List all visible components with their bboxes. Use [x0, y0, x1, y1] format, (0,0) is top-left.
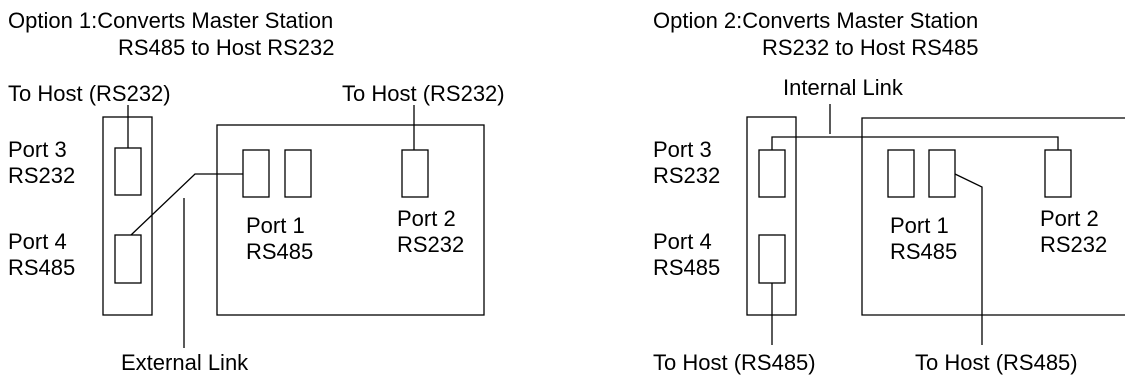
option1-port4-connector: [114, 234, 142, 284]
option2-port2-label: Port 2: [1040, 206, 1099, 231]
option2-port2-connector: [1044, 149, 1072, 198]
option2-port1-connector-a: [887, 149, 915, 198]
option2-port3-type: RS232: [653, 163, 720, 188]
option2-main-station-box: [861, 117, 1125, 316]
option2-host-line-right: [954, 173, 983, 345]
option1-to-host-right-label: To Host (RS232): [342, 81, 505, 106]
option1-port2-label: Port 2: [397, 206, 456, 231]
option2-diagram: Option 2:Converts Master Station RS232 t…: [653, 8, 1125, 375]
option1-main-station-box: [216, 124, 485, 316]
option1-port1-type: RS485: [246, 239, 313, 264]
option2-port4-type: RS485: [653, 255, 720, 280]
option1-port3-connector: [114, 147, 142, 196]
option2-port1-type: RS485: [890, 239, 957, 264]
option2-to-host-right-label: To Host (RS485): [915, 350, 1078, 375]
option2-link-label: Internal Link: [783, 75, 904, 100]
option1-port2-connector: [401, 149, 429, 198]
option1-port1-connector-b: [284, 149, 312, 198]
option1-link-label: External Link: [121, 350, 249, 375]
option2-port4-connector: [758, 234, 786, 284]
option1-port2-type: RS232: [397, 232, 464, 257]
option2-port3-connector: [758, 149, 786, 198]
option1-external-link-wire: [130, 173, 243, 236]
option1-title-line2: RS485 to Host RS232: [118, 35, 334, 60]
option1-port4-type: RS485: [8, 255, 75, 280]
option1-port4-label: Port 4: [8, 229, 67, 254]
option2-title-line2: RS232 to Host RS485: [762, 35, 978, 60]
option2-internal-link-wire: [771, 136, 1059, 150]
option2-port2-type: RS232: [1040, 232, 1107, 257]
option2-title-line1: Option 2:Converts Master Station: [653, 8, 978, 33]
option1-to-host-left-label: To Host (RS232): [8, 81, 171, 106]
option2-port1-connector-b: [928, 149, 956, 198]
option1-port3-type: RS232: [8, 163, 75, 188]
option2-port4-label: Port 4: [653, 229, 712, 254]
option1-title-line1: Option 1:Converts Master Station: [8, 8, 333, 33]
option1-port3-label: Port 3: [8, 137, 67, 162]
option1-diagram: Option 1:Converts Master Station RS485 t…: [8, 8, 505, 375]
option2-to-host-left-label: To Host (RS485): [653, 350, 816, 375]
option2-port1-label: Port 1: [890, 213, 949, 238]
option2-port3-label: Port 3: [653, 137, 712, 162]
option1-port1-label: Port 1: [246, 213, 305, 238]
option1-port1-connector-a: [242, 149, 270, 198]
